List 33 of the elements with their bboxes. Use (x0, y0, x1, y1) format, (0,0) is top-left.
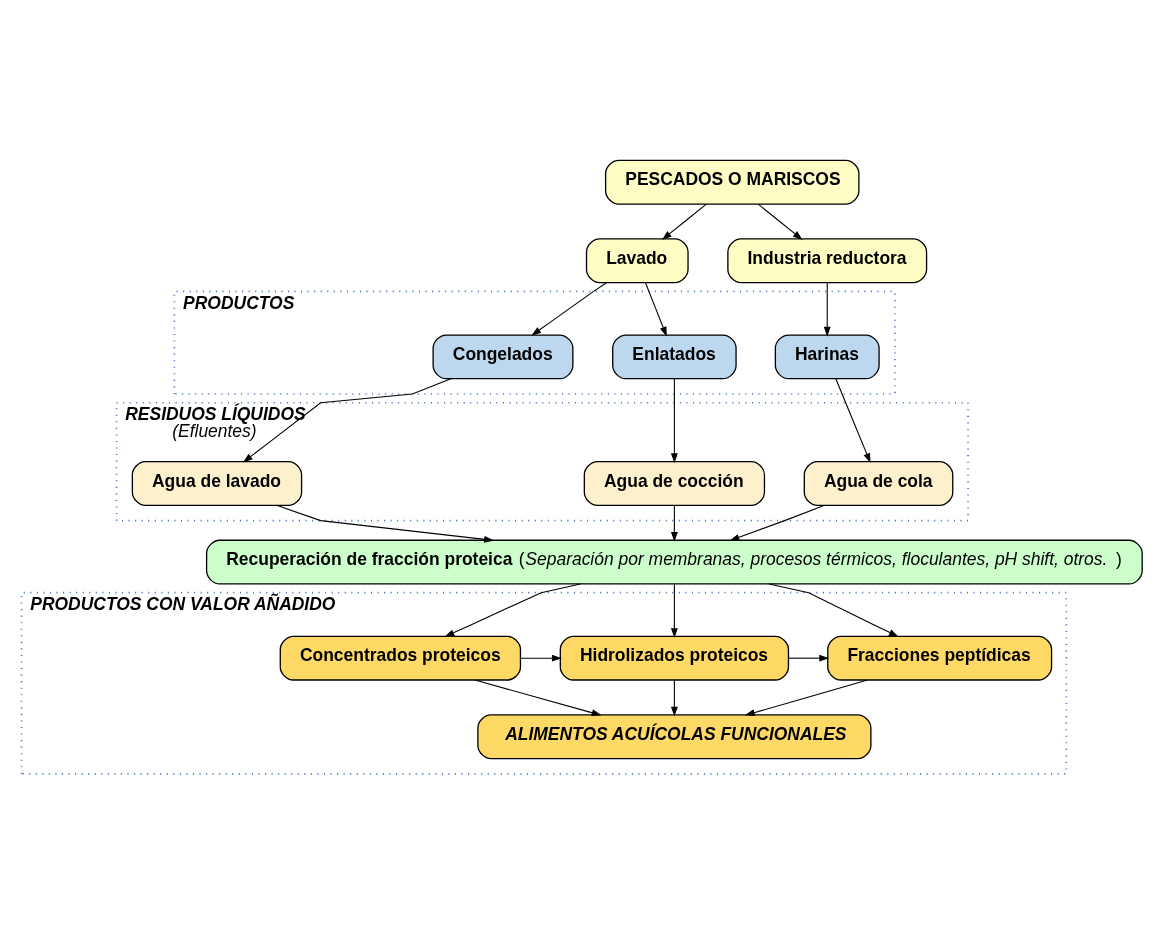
node-box: Concentrados proteicos (279, 635, 522, 681)
node-box: Agua de cocción (583, 461, 766, 506)
arrow (474, 679, 602, 717)
node-box: Hidrolizados proteicos (559, 635, 790, 681)
arrow (788, 654, 830, 662)
node-box: Agua de cola (803, 461, 954, 506)
arrow (744, 679, 869, 716)
arrow (276, 504, 494, 543)
arrow (661, 203, 707, 240)
arrow (670, 504, 678, 542)
node-box: Harinas (774, 334, 880, 380)
node-box: PESCADOS O MARISCOS (604, 159, 860, 205)
arrow (835, 378, 871, 464)
arrow (670, 679, 678, 717)
arrow (729, 504, 825, 541)
node-box: Congelados (432, 334, 574, 380)
arrow (444, 583, 581, 637)
node-box: ALIMENTOS ACUÍCOLAS FUNCIONALES (477, 714, 872, 760)
node-box: Agua de lavado (131, 461, 303, 506)
arrow (520, 654, 562, 662)
arrow (823, 282, 831, 337)
arrow (531, 282, 607, 336)
node-box: Recuperación de fracción proteica (Separación por membranas, procesos térmicos, floculantes, pH shift, otros.) (205, 539, 1143, 585)
node-box: Industria reductora (727, 238, 928, 284)
arrow (757, 203, 803, 240)
node-box: Lavado (585, 238, 689, 284)
node-box: Enlatados (612, 334, 737, 380)
arrow (670, 378, 678, 464)
arrow (242, 378, 452, 463)
arrow (644, 282, 667, 337)
arrow (768, 583, 899, 637)
node-box: Fracciones peptídicas (827, 635, 1053, 681)
arrow (670, 583, 678, 638)
